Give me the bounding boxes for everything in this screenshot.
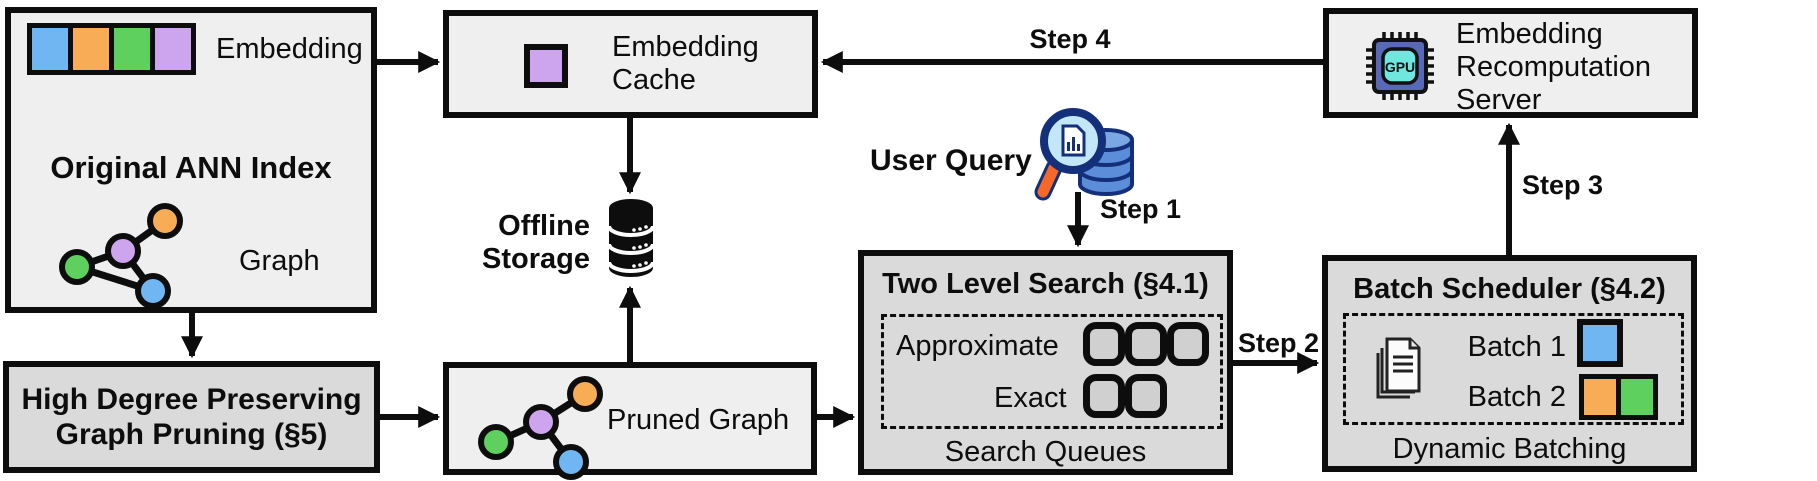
step2-label: Step 2 — [1238, 328, 1320, 358]
two-level-search-title: Two Level Search (§4.1) — [882, 268, 1209, 300]
embedding-cache-label: Embedding Cache — [612, 31, 759, 96]
step3-label: Step 3 — [1522, 170, 1604, 200]
batch2-chip-green — [1616, 374, 1658, 420]
magnifier-handle — [1037, 162, 1060, 198]
graph-node-blue — [553, 444, 589, 480]
dynamic-batching-label: Dynamic Batching — [1392, 433, 1627, 465]
approximate-queue-slot — [1125, 322, 1167, 366]
graph-pruning-box: High Degree Preserving Graph Pruning (§5… — [3, 361, 380, 473]
graph-node-green — [478, 424, 514, 460]
pruned-graph-label: Pruned Graph — [607, 404, 790, 436]
batch-scheduler-title: Batch Scheduler (§4.2) — [1353, 273, 1666, 305]
cached-embedding-chip — [524, 44, 568, 88]
search-queues-dashed-box — [881, 314, 1223, 429]
user-query-icon — [1034, 108, 1134, 201]
ann-index-title: Original ANN Index — [50, 150, 332, 185]
embedding-cache-box: Embedding Cache — [443, 10, 818, 118]
batch2-label: Batch 2 — [1467, 381, 1566, 413]
graph-node-purple — [523, 404, 559, 440]
exact-queue-slot — [1083, 374, 1125, 418]
graph-node-orange — [147, 203, 183, 239]
batch1-label: Batch 1 — [1467, 331, 1566, 363]
graph-node-orange — [567, 376, 603, 412]
offline-storage-label: Offline Storage — [482, 210, 590, 275]
embedding-chip-blue — [32, 28, 68, 70]
document-in-lens — [1061, 124, 1086, 157]
offline-storage-database-icon — [607, 199, 655, 277]
embedding-chip-orange — [73, 28, 109, 70]
user-query-label: User Query — [870, 144, 1032, 177]
search-queues-label: Search Queues — [944, 436, 1147, 468]
graph-icon — [59, 203, 183, 309]
graph-pruning-label: High Degree Preserving Graph Pruning (§5… — [21, 383, 362, 451]
step4-label: Step 4 — [1029, 24, 1111, 54]
pruned-graph-box: Pruned Graph — [443, 362, 817, 480]
recomputation-server-box: GPU Embedding Recomputation Server — [1323, 8, 1698, 118]
recomputation-server-label: Embedding Recomputation Server — [1456, 18, 1652, 116]
exact-label: Exact — [994, 382, 1067, 414]
batch-scheduler-box: Batch Scheduler (§4.2) Batch 1 Batch 2 D… — [1322, 255, 1697, 472]
exact-queue-slot — [1125, 374, 1167, 418]
embedding-label: Embedding — [216, 33, 363, 65]
graph-node-green — [59, 249, 95, 285]
step1-label: Step 1 — [1100, 194, 1182, 224]
approximate-queue-slot — [1167, 322, 1209, 366]
approximate-label: Approximate — [896, 330, 1059, 362]
pruned-graph-icon — [478, 376, 603, 480]
approximate-queue-slot — [1083, 322, 1125, 366]
gpu-chip-icon: GPU — [1366, 32, 1434, 100]
graph-node-blue — [135, 273, 171, 309]
two-level-search-box: Two Level Search (§4.1) Approximate Exac… — [858, 250, 1233, 475]
embedding-vector-icon — [27, 23, 196, 75]
dynamic-batching-dashed-box — [1343, 313, 1684, 425]
graph-node-purple — [105, 233, 141, 269]
documents-icon — [1376, 337, 1421, 399]
batch1-chip-blue — [1577, 319, 1623, 367]
batch2-chips — [1579, 374, 1658, 420]
graph-label: Graph — [239, 245, 320, 277]
embedding-chip-purple — [155, 28, 191, 70]
batch2-chip-orange — [1579, 374, 1621, 420]
gpu-icon-label: GPU — [1385, 59, 1415, 75]
embedding-chip-green — [114, 28, 150, 70]
original-ann-index-box: Embedding Original ANN Index Graph — [5, 7, 377, 313]
